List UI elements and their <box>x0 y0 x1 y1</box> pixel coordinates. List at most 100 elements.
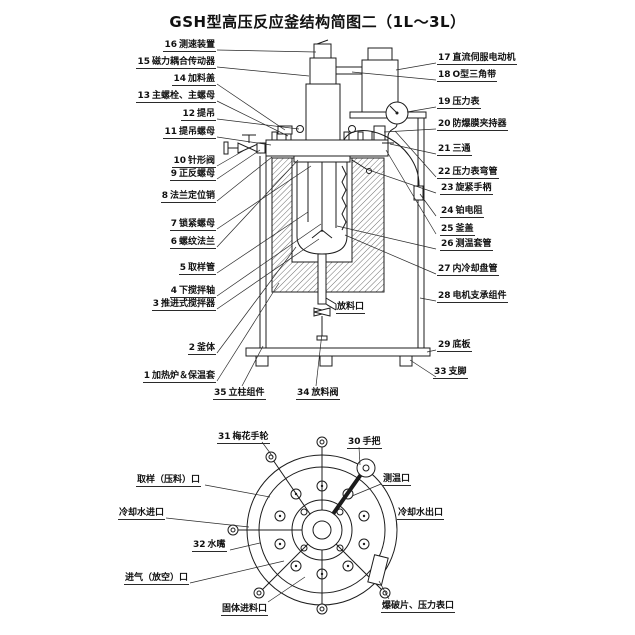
part-text: 下搅拌轴 <box>178 286 215 296</box>
part-number: 20 <box>438 119 451 129</box>
tag-plate-drawing <box>367 554 389 586</box>
part-text: 固体进料口 <box>222 604 268 614</box>
flange-ports-drawing <box>300 508 344 552</box>
part-number: 23 <box>441 183 454 193</box>
part-text: 取样（压料）口 <box>137 475 201 485</box>
discharge-valve-drawing <box>313 253 337 341</box>
part-text: 釜盖 <box>455 224 474 234</box>
part-text: 底板 <box>452 340 471 350</box>
part-number: 18 <box>438 70 451 80</box>
coupling-drawing <box>305 39 341 141</box>
part-number: 5 <box>179 263 186 273</box>
part-text: 压力表 <box>452 97 480 107</box>
handwheel-spokes-drawing <box>227 436 391 615</box>
part-text: 防爆膜夹持器 <box>452 119 507 129</box>
part-text: 推进式搅拌器 <box>160 299 215 309</box>
part-text: 针形阀 <box>187 156 215 166</box>
part-text: 立柱组件 <box>228 388 265 398</box>
top-view-drawing <box>227 436 398 615</box>
part-number: 22 <box>438 167 451 177</box>
part-text: 压力表弯管 <box>452 167 498 177</box>
part-number: 21 <box>438 144 451 154</box>
part-text: 直流伺服电动机 <box>452 53 516 63</box>
part-text: 电机支承组件 <box>452 291 507 301</box>
part-number: 3 <box>152 299 159 309</box>
part-number: 15 <box>137 57 150 67</box>
diagram-title: GSH型高压反应釜结构简图二（1L～3L） <box>169 13 466 31</box>
part-text: 放料阀 <box>311 388 339 398</box>
part-text: 提吊 <box>196 109 215 119</box>
part-number: 30 <box>348 437 361 447</box>
part-number: 28 <box>438 291 451 301</box>
port-label-discharge: 放料口 <box>336 301 366 314</box>
part-number: 34 <box>297 388 310 398</box>
part-text: 主螺栓、主螺母 <box>151 91 215 101</box>
leader-lines <box>165 49 437 603</box>
vessel-drawing <box>296 155 348 255</box>
part-text: 冷却水进口 <box>119 508 165 518</box>
part-text: 手把 <box>362 437 381 447</box>
port-label-cooling-outlet: 冷却水出口 <box>397 507 445 520</box>
part-text: 正反螺母 <box>178 169 215 179</box>
part-text: 铂电阻 <box>455 206 483 216</box>
part-number: 13 <box>137 91 150 101</box>
part-number: 25 <box>441 224 454 234</box>
part-text: 爆破片、压力表口 <box>382 601 455 611</box>
part-text: 支脚 <box>448 367 467 377</box>
part-text: 水嘴 <box>207 540 226 550</box>
part-number: 10 <box>173 156 186 166</box>
part-text: 内冷却盘管 <box>452 264 498 274</box>
part-number: 29 <box>438 340 451 350</box>
part-text: 冷却水出口 <box>398 508 444 518</box>
part-text: 测速装置 <box>178 40 215 50</box>
part-number: 8 <box>161 191 168 201</box>
part-number: 24 <box>441 206 454 216</box>
part-text: 测温口 <box>383 474 411 484</box>
part-number: 9 <box>170 169 177 179</box>
part-text: 锁紧螺母 <box>178 219 215 229</box>
part-text: 螺纹法兰 <box>178 237 215 247</box>
part-number: 26 <box>441 239 454 249</box>
part-number: 4 <box>170 286 177 296</box>
part-number: 12 <box>182 109 195 119</box>
port-label-gas-inlet: 进气（放空）口 <box>124 572 190 585</box>
part-text: 取样管 <box>187 263 215 273</box>
part-number: 19 <box>438 97 451 107</box>
port-label-cooling-inlet: 冷却水进口 <box>118 507 166 520</box>
part-text: 加热炉＆保温套 <box>151 371 215 381</box>
motor-drawing <box>336 47 399 113</box>
part-text: 旋紧手柄 <box>455 183 492 193</box>
pressure-gauge-drawing <box>373 101 409 149</box>
platinum-resistance-drawing <box>343 130 424 201</box>
port-label-temperature: 测温口 <box>382 473 412 486</box>
part-number: 14 <box>173 74 186 84</box>
part-number: 17 <box>438 53 451 63</box>
part-number: 6 <box>170 237 177 247</box>
